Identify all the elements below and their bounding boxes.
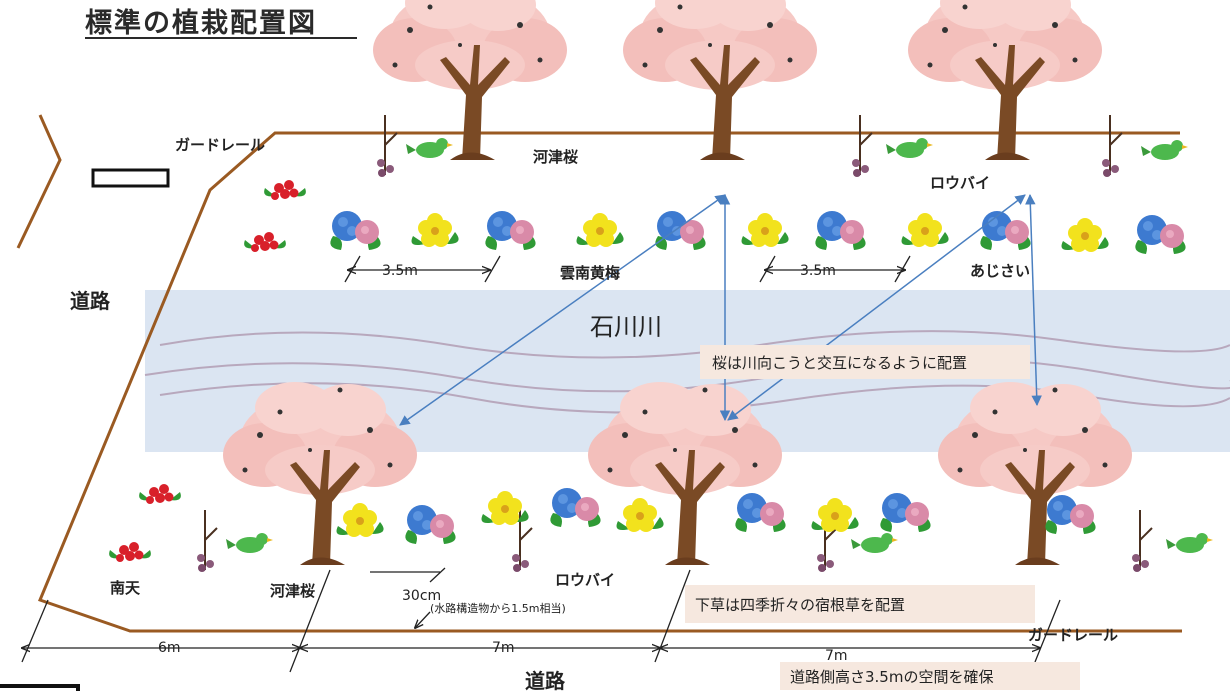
nandina-icon: [264, 180, 306, 200]
nanten-label: 南天: [110, 579, 141, 597]
plum-branch-icon: [1101, 114, 1123, 178]
yellow-flower-icon: [336, 503, 384, 537]
guardrail-label-bottom: ガードレール: [1028, 626, 1118, 644]
dimension-pointer: [415, 611, 431, 628]
plum-branch-icon: [196, 509, 218, 573]
hydrangea-icon: [1045, 495, 1096, 534]
road-height-note: 道路側高さ3.5mの空間を確保: [790, 668, 993, 686]
bird-icon: [886, 138, 933, 158]
hydrangea-icon: [980, 211, 1031, 250]
dimension-tick: [289, 569, 331, 673]
hydrangea-icon: [815, 211, 866, 250]
plum-branch-icon: [1131, 509, 1153, 573]
ajisai-label: あじさい: [970, 262, 1030, 280]
nandina-icon: [109, 542, 151, 562]
yellow-flower-icon: [576, 213, 624, 247]
road-label-left: 道路: [70, 289, 111, 313]
dimension-label: 3.5m: [382, 263, 418, 279]
hydrangea-icon: [880, 493, 931, 532]
connector-arrow: [727, 194, 1026, 421]
sakura-tree-icon: [373, 0, 567, 160]
nandina-icon: [244, 232, 286, 252]
dimension-label: 6m: [158, 640, 181, 656]
road-label-bottom: 道路: [525, 669, 566, 691]
river-label: 石川川: [590, 313, 662, 341]
left-road-edge: [16, 114, 62, 249]
bird-icon: [406, 138, 453, 158]
yellow-flower-icon: [481, 491, 529, 525]
dimension-tick: [894, 255, 911, 283]
yellow-flower-icon: [411, 213, 459, 247]
note-box: [700, 345, 1030, 379]
sakura-note: 桜は川向こうと交互になるように配置: [712, 354, 967, 372]
bird-icon: [1166, 533, 1213, 553]
connector-arrow: [1025, 193, 1042, 407]
note-box: [780, 662, 1080, 690]
site-boundary: [38, 131, 1182, 633]
dimension-tick: [484, 255, 501, 283]
sakura-tree-icon: [623, 0, 817, 160]
yellow-flower-icon: [1061, 218, 1109, 252]
dimension-label: 7m: [825, 648, 848, 664]
sakura-tree-icon: [908, 0, 1102, 160]
kawazu-label-bottom: 河津桜: [270, 582, 315, 600]
frame-corner: [0, 684, 80, 691]
water-note: (水路構造物から1.5m相当): [430, 601, 566, 615]
dimension-label: 30cm: [402, 588, 441, 604]
shitakusa-note: 下草は四季折々の宿根草を配置: [695, 596, 905, 614]
bird-icon: [851, 533, 898, 553]
roubai-label-bottom: ロウバイ: [555, 571, 615, 589]
guardrail-label-top: ガードレール: [175, 136, 265, 154]
hydrangea-icon: [1135, 215, 1186, 254]
unnan-label: 雲南黄梅: [560, 264, 620, 282]
dimension-tick: [344, 255, 361, 283]
hydrangea-icon: [735, 493, 786, 532]
hydrangea-icon: [550, 488, 601, 527]
dimension-label: 3.5m: [800, 263, 836, 279]
nandina-icon: [139, 484, 181, 504]
bird-icon: [1141, 140, 1188, 160]
roubai-label-top: ロウバイ: [930, 174, 990, 192]
yellow-flower-icon: [901, 213, 949, 247]
dimension-tick: [654, 569, 691, 663]
hydrangea-icon: [405, 505, 456, 544]
dimension-tick: [1034, 599, 1061, 663]
dimension-label: 7m: [492, 640, 515, 656]
dimension-tick: [429, 567, 446, 583]
yellow-flower-icon: [811, 498, 859, 532]
hydrangea-icon: [330, 211, 381, 250]
plum-branch-icon: [376, 114, 398, 178]
connector-arrow: [399, 194, 726, 426]
hydrangea-icon: [655, 211, 706, 250]
kawazu-label-top: 河津桜: [533, 148, 578, 166]
plum-branch-icon: [851, 114, 873, 178]
dimension-tick: [759, 255, 776, 283]
note-box: [685, 585, 1035, 623]
yellow-flower-icon: [741, 213, 789, 247]
bird-icon: [226, 533, 273, 553]
yellow-flower-icon: [616, 498, 664, 532]
legend-box: [91, 168, 170, 188]
dimension-tick: [21, 599, 49, 663]
page-title: 標準の植栽配置図: [85, 7, 317, 39]
hydrangea-icon: [485, 211, 536, 250]
